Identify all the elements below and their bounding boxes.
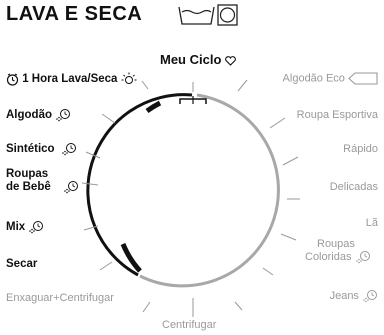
program-sintetico[interactable]: Sintético [6, 142, 80, 156]
eco-leaf-icon [348, 72, 378, 85]
program-label: Meu Ciclo [160, 52, 222, 67]
program-la[interactable]: Lã [365, 217, 378, 229]
program-rapido[interactable]: Rápido [343, 143, 378, 155]
steam-clock-icon [56, 109, 71, 122]
program-1-hora[interactable]: 1 Hora Lava/Seca [6, 72, 137, 86]
program-enxaguar-centrifugar[interactable]: Enxaguar+Centrifugar [6, 292, 114, 304]
program-label: Algodão [6, 109, 52, 122]
program-meu-ciclo[interactable]: Meu Ciclo [160, 52, 236, 67]
program-label: Sintético [6, 143, 55, 156]
program-label: Algodão Eco [282, 72, 345, 85]
program-label-line2-row: Coloridas [305, 250, 371, 264]
dryer-square-icon [217, 4, 238, 26]
steam-clock-icon [64, 181, 78, 194]
clock-icon [6, 73, 19, 86]
heart-icon [225, 55, 236, 66]
program-label-line2-row: de Bebê [6, 180, 82, 194]
program-algodao[interactable]: Algodão [6, 108, 71, 122]
page-title: LAVA E SECA [6, 3, 143, 25]
program-label-line2: de Bebê [6, 181, 51, 194]
program-roupas-coloridas[interactable]: Roupas Coloridas [305, 238, 371, 264]
program-roupa-esportiva[interactable]: Roupa Esportiva [296, 109, 378, 121]
steam-clock-icon [61, 143, 76, 156]
program-mix[interactable]: Mix [6, 220, 44, 234]
program-secar[interactable]: Secar [6, 258, 38, 270]
program-label-line1: Roupas [6, 168, 49, 180]
sun-dry-icon [121, 72, 137, 84]
program-delicadas[interactable]: Delicadas [329, 181, 378, 193]
dial-highlight-top [145, 100, 162, 114]
program-roupas-de-bebe[interactable]: Roupas de Bebê [6, 168, 82, 194]
dial-highlight-bottom [120, 243, 142, 273]
steam-clock-icon [29, 221, 44, 234]
wash-tub-icon [178, 6, 215, 25]
program-label: Mix [6, 221, 26, 234]
dial-ring-active [86, 93, 193, 277]
steam-clock-icon [363, 290, 377, 303]
program-label-line1: Roupas [317, 238, 355, 250]
dial-ring-inactive [139, 93, 280, 288]
program-algodao-eco[interactable]: Algodão Eco [283, 72, 378, 85]
program-label-line2: Coloridas [305, 250, 352, 263]
program-jeans[interactable]: Jeans [330, 289, 378, 303]
program-centrifugar[interactable]: Centrifugar [162, 319, 217, 331]
leader-lines [81, 79, 300, 317]
program-label: Jeans [329, 289, 359, 302]
steam-clock-icon [355, 251, 370, 264]
program-label: 1 Hora Lava/Seca [22, 73, 118, 86]
header-icons [178, 4, 238, 26]
